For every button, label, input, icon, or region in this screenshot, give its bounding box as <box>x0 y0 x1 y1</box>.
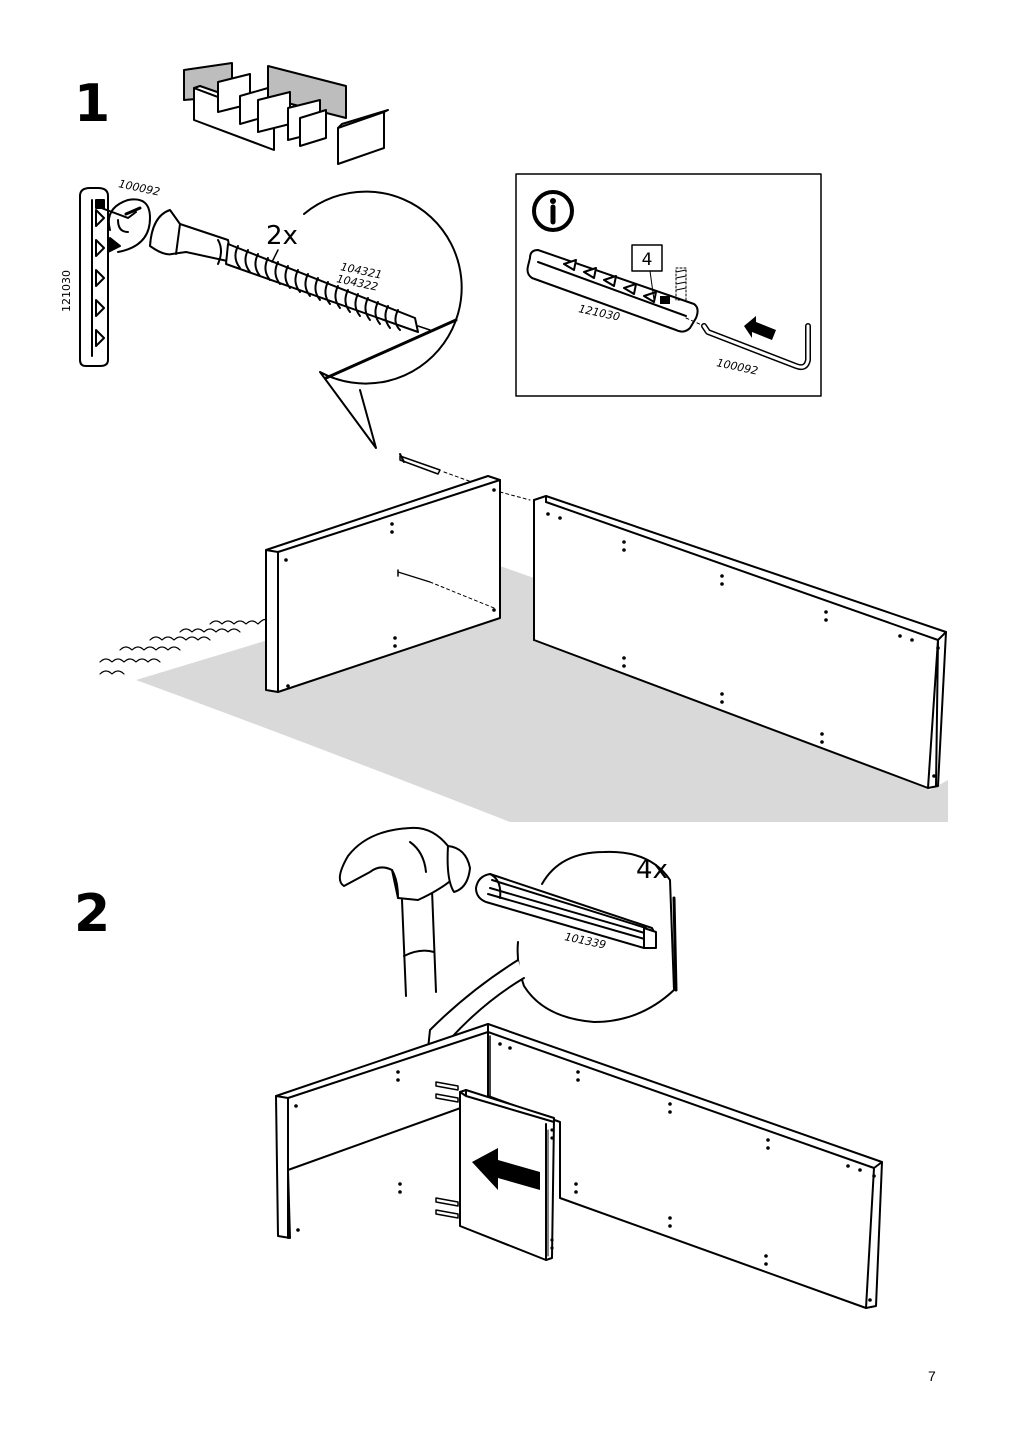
allen-key-illustration <box>95 198 151 253</box>
info-icon <box>532 190 574 232</box>
screw-magnified-illustration <box>149 209 431 333</box>
info-box <box>515 173 822 397</box>
hammer-illustration <box>338 826 471 997</box>
step-number-2: 2 <box>74 884 111 944</box>
side-panel-illustration <box>265 475 501 693</box>
page-number: 7 <box>928 1368 936 1384</box>
divider-panel-illustration <box>459 1089 555 1261</box>
magnifier-circle <box>303 190 463 449</box>
parts-overview-illustration <box>183 62 389 165</box>
front-panel-illustration <box>499 491 947 789</box>
dowels-illustration <box>435 1081 459 1219</box>
info-setting-value: 4 <box>642 250 653 270</box>
screw-quantity: 2x <box>266 221 298 251</box>
allen-key-part-id: 100092 <box>117 177 161 198</box>
step-number-1: 1 <box>74 74 111 134</box>
connector-strip-illustration <box>79 187 109 367</box>
direction-arrow-icon <box>744 316 776 340</box>
connector-part-id: 121030 <box>60 270 73 312</box>
insert-arrow-icon <box>472 1148 540 1190</box>
dowel-quantity: 4x <box>636 855 668 885</box>
floor-rug-illustration <box>99 566 948 822</box>
